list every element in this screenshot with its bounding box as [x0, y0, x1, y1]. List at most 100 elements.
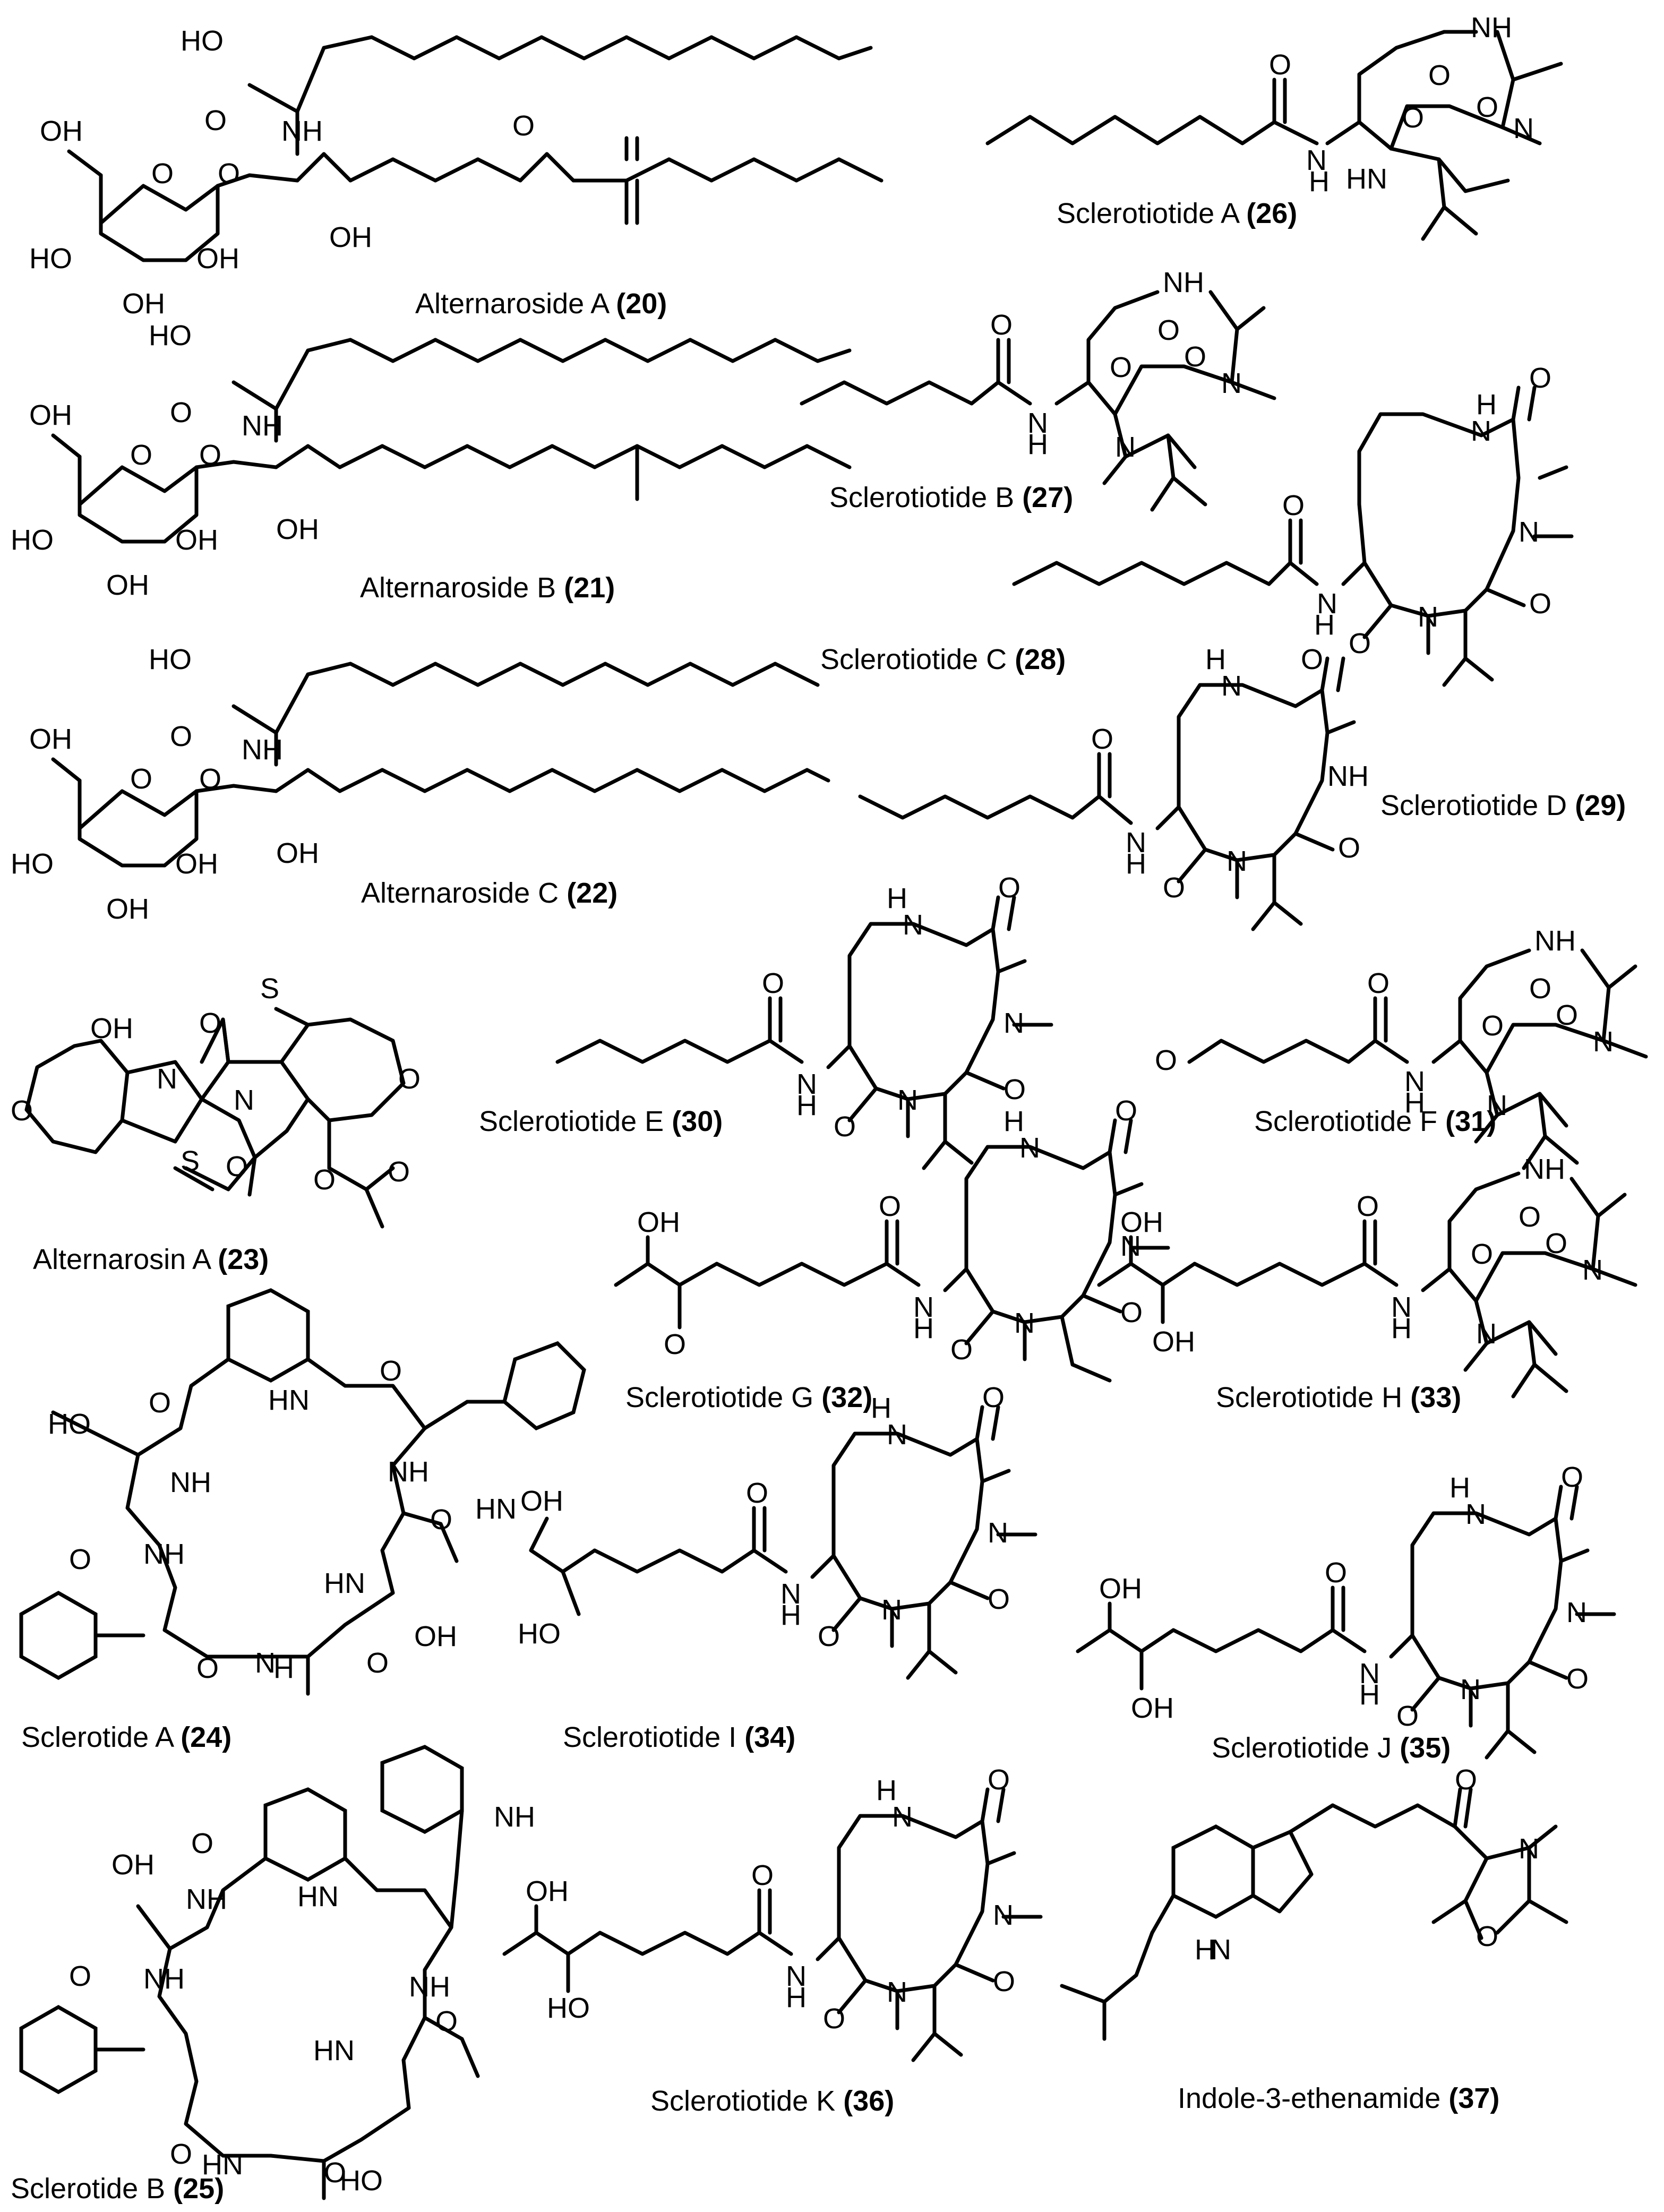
atom-nh: NH	[186, 1883, 227, 1915]
structure-sclerotide-b: OH O NH HN NH NH O NH HN O HN O O HO	[19, 1745, 535, 2200]
atom-ho: HO	[149, 320, 192, 351]
atom-o: O	[1519, 1201, 1541, 1233]
atom-o: O	[1561, 1461, 1583, 1493]
atom-oh: OH	[526, 1875, 569, 1907]
atom-n: N	[1211, 1934, 1231, 1966]
caption-sclerotiotide-h: Sclerotiotide H (33)	[1216, 1382, 1461, 1413]
atom-h: H	[1359, 1679, 1380, 1711]
atom-n: N	[157, 1063, 177, 1095]
atom-nh: NH	[388, 1456, 429, 1488]
atom-o: O	[324, 2157, 346, 2189]
atom-h: H	[913, 1313, 934, 1344]
atom-h: H	[1476, 389, 1497, 421]
atom-o: O	[1476, 91, 1498, 123]
atom-o: O	[982, 1382, 1005, 1413]
atom-n: N	[903, 909, 923, 941]
caption-sclerotide-a: Sclerotide A (24)	[21, 1721, 231, 1753]
atom-oh: OH	[175, 524, 218, 556]
atom-o: O	[1566, 1663, 1589, 1695]
structure-sclerotiotide-i: OH HO O N H H N O N O N O	[518, 1382, 1037, 1680]
atom-n: N	[1582, 1254, 1603, 1286]
atom-o: O	[1428, 59, 1451, 91]
atom-o: O	[993, 1966, 1015, 1997]
atom-hn: HN	[1346, 163, 1387, 195]
atom-o: O	[834, 1111, 856, 1143]
atom-o: O	[149, 1387, 171, 1419]
atom-nh: NH	[242, 734, 283, 766]
atom-h: H	[887, 882, 907, 914]
atom-ho: HO	[149, 644, 192, 675]
atom-o: O	[151, 158, 174, 190]
atom-oh: OH	[276, 513, 319, 545]
atom-h: H	[1003, 1105, 1024, 1137]
atom-n: N	[1226, 845, 1247, 877]
atom-n: N	[1019, 1132, 1040, 1164]
caption-sclerotiotide-j: Sclerotiotide J (35)	[1212, 1732, 1451, 1764]
atom-o: O	[1396, 1700, 1419, 1732]
atom-o: O	[1269, 49, 1291, 81]
atom-n: N	[1115, 431, 1136, 463]
atom-n: N	[1460, 1674, 1481, 1705]
atom-n: N	[234, 1084, 254, 1116]
atom-nh: NH	[281, 115, 323, 147]
atom-o: O	[69, 1960, 91, 1992]
atom-o: O	[1402, 102, 1424, 134]
atom-h: H	[780, 1599, 801, 1631]
atom-o: O	[199, 1007, 221, 1039]
atom-h: H	[1391, 1313, 1412, 1344]
atom-hn: HN	[313, 2035, 355, 2067]
atom-n: N	[1027, 407, 1048, 439]
atom-o: O	[199, 763, 221, 795]
atom-ho: HO	[518, 1618, 561, 1650]
atom-o: O	[1529, 362, 1551, 394]
structure-sclerotiotide-j: OH OH O N H H N O N O N O	[1076, 1461, 1616, 1760]
atom-n: N	[796, 1068, 817, 1100]
atom-nh: NH	[1471, 12, 1512, 44]
atom-s: S	[260, 973, 279, 1005]
atom-n: N	[1404, 1066, 1425, 1098]
atom-n: N	[887, 1419, 907, 1451]
structure-sclerotide-a: HO NH O HN O NH HN O O NH HN OH N H O O	[19, 1288, 586, 1696]
atom-ho: HO	[547, 1992, 590, 2024]
atom-o: O	[380, 1355, 402, 1387]
atom-o: O	[430, 1504, 452, 1536]
atom-o: O	[199, 439, 221, 471]
atom-h: H	[786, 1982, 807, 2013]
structure-sclerotiotide-b: O N H NH O O O N N	[800, 267, 1276, 512]
atom-nh: NH	[1327, 760, 1369, 792]
atom-ho: HO	[11, 524, 54, 556]
atom-n: N	[1566, 1597, 1587, 1628]
atom-n: N	[1465, 1498, 1486, 1530]
atom-o: O	[1163, 872, 1185, 904]
atom-oh: OH	[414, 1621, 457, 1652]
atom-n: N	[1418, 601, 1438, 633]
atom-n: N	[1317, 588, 1337, 620]
atom-o: O	[1155, 1044, 1177, 1076]
atom-o: O	[1476, 1921, 1498, 1952]
atom-o: O	[1545, 1228, 1567, 1259]
atom-o: O	[1110, 351, 1132, 383]
atom-h: H	[1126, 848, 1146, 880]
atom-o: O	[170, 2138, 192, 2170]
atom-n: N	[988, 1517, 1008, 1549]
atom-o: O	[1115, 1095, 1137, 1127]
caption-sclerotiotide-i: Sclerotiotide I (34)	[563, 1721, 795, 1753]
atom-hn: HN	[324, 1567, 365, 1599]
structure-sclerotiotide-f: O O N H NH O O O N N	[1155, 925, 1648, 1170]
structure-sclerotiotide-c: O N H H N O N O N O	[1012, 362, 1574, 687]
atom-o: O	[11, 1095, 33, 1127]
caption-sclerotiotide-g: Sclerotiotide G (32)	[625, 1382, 872, 1413]
atom-o: O	[170, 397, 192, 428]
structure-sclerotiotide-e: O N H H N O N O N O	[555, 872, 1053, 1170]
atom-n: N	[1513, 113, 1534, 144]
atom-n: N	[897, 1084, 918, 1116]
atom-o: O	[1301, 644, 1323, 675]
atom-o: O	[512, 110, 535, 142]
atom-o: O	[398, 1063, 421, 1095]
atom-nh: NH	[242, 410, 283, 442]
atom-o: O	[1529, 588, 1551, 620]
atom-ho: HO	[11, 848, 54, 880]
atom-o: O	[1338, 832, 1360, 864]
atom-o: O	[762, 967, 784, 999]
atom-o: O	[1003, 1074, 1026, 1105]
